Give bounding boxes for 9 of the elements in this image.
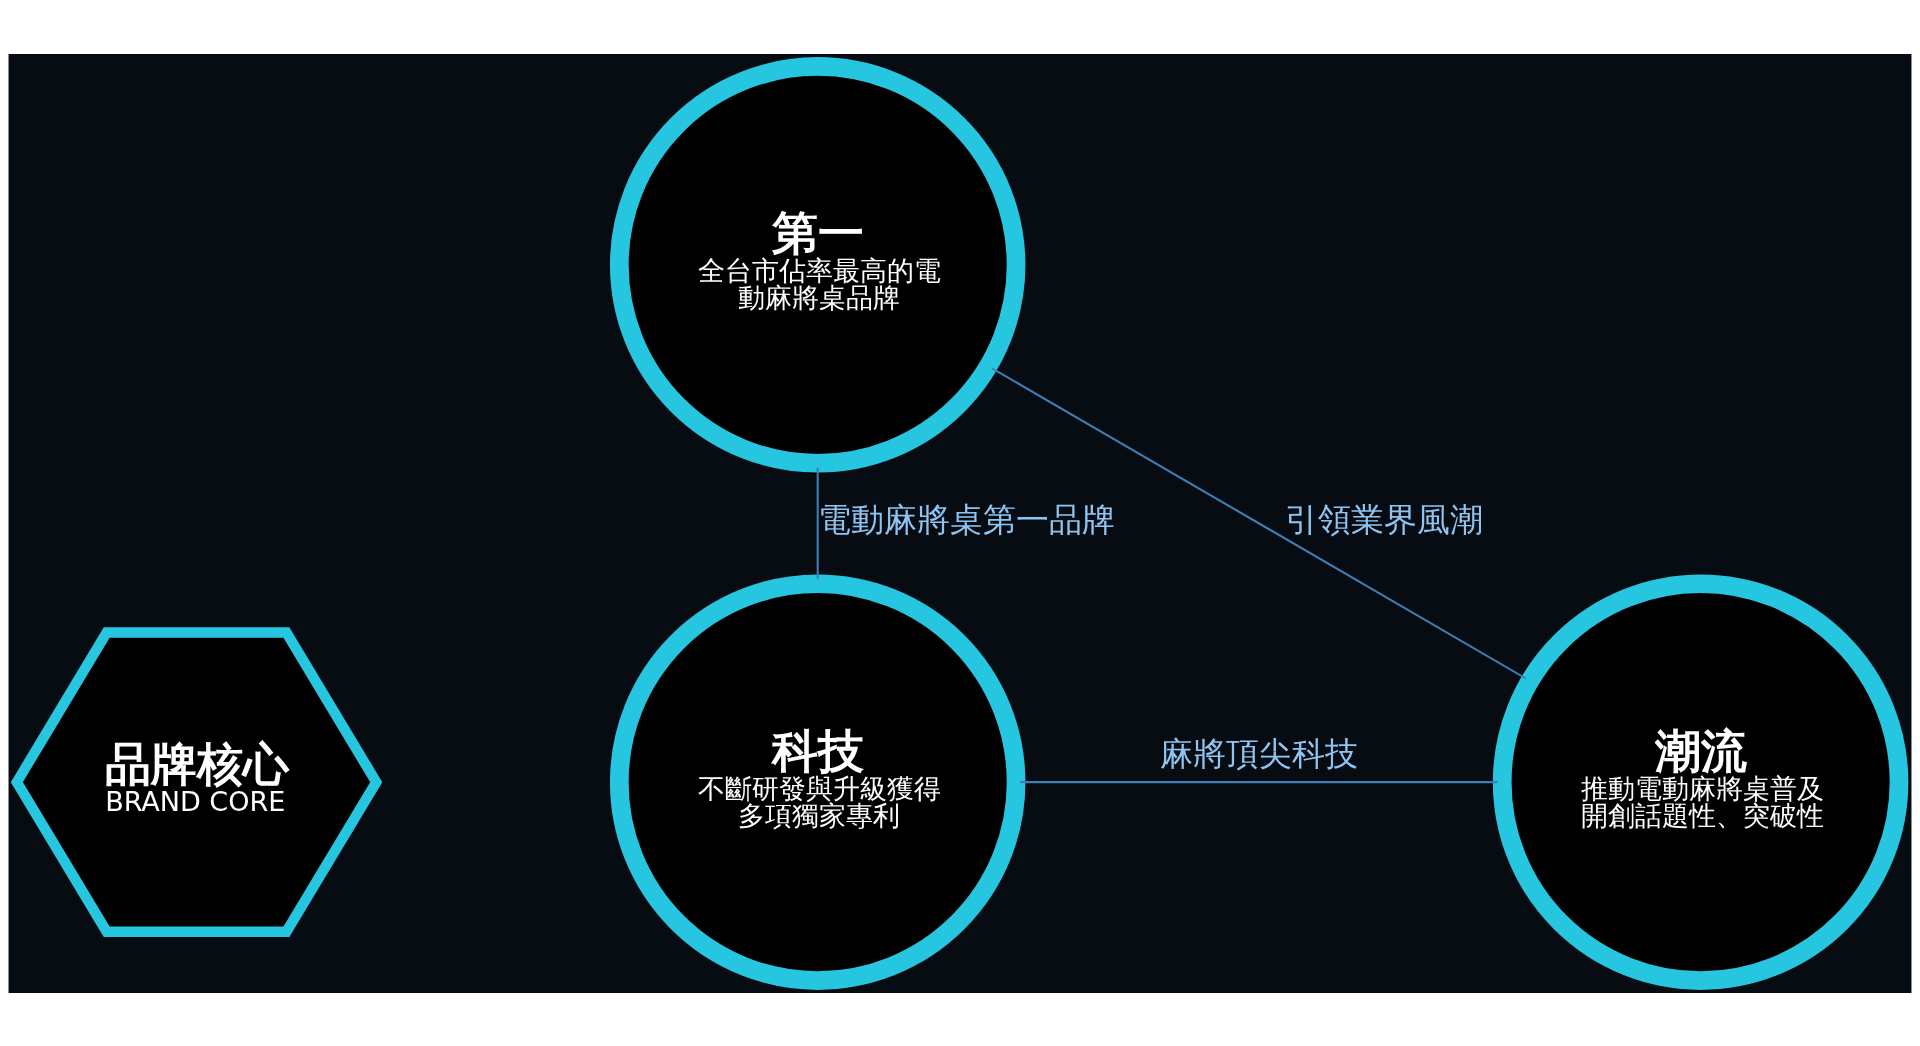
edge-label: 麻將頂尖科技 <box>1160 733 1359 773</box>
node-circle: 第一 全台市佔率最高的電動麻將桌品牌 <box>609 56 1026 473</box>
connector <box>991 366 1527 679</box>
connector <box>1020 780 1498 783</box>
connector <box>816 467 819 579</box>
edge-label: 引領業界風潮 <box>1285 499 1484 539</box>
edge-label: 電動麻將桌第一品牌 <box>817 499 1115 539</box>
node-circle: 科技 不斷研發與升級獲得多項獨家專利 <box>609 573 1026 990</box>
node-circle: 潮流 推動電動麻將桌普及開創話題性、突破性 <box>1492 573 1909 990</box>
